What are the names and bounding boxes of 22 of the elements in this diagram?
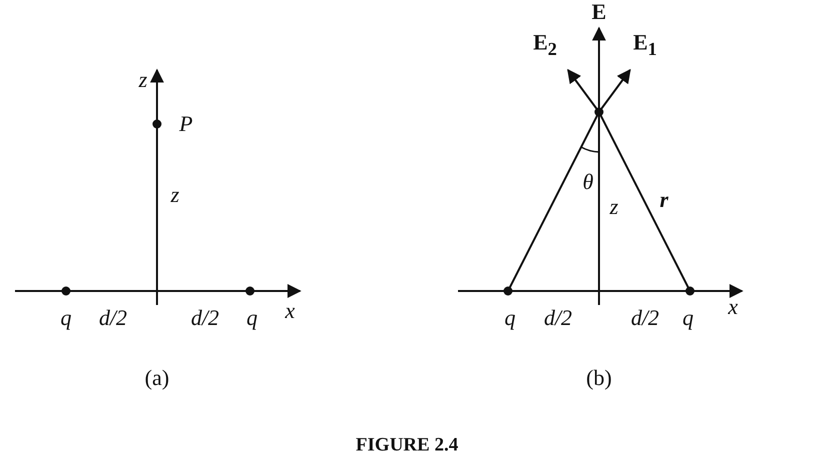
distance-label: d/2: [190, 307, 220, 329]
axis-label: x: [728, 296, 738, 318]
figure-caption: FIGURE 2.4: [356, 436, 458, 454]
panel-label: (b): [586, 367, 612, 389]
distance-label: z: [610, 196, 618, 218]
point-label: P: [179, 113, 193, 135]
axis-label: z: [138, 69, 148, 91]
charge-label: q: [682, 307, 694, 329]
distance-label: r: [660, 189, 668, 211]
charge-label: q: [246, 307, 258, 329]
distance-label: z: [170, 184, 180, 206]
axis-label: x: [285, 300, 295, 322]
panel-label: (a): [144, 367, 170, 389]
distance-label: d/2: [630, 307, 660, 329]
distance-label: d/2: [544, 307, 572, 329]
field-label: E$_{2}$: [533, 32, 557, 58]
angle-label: θ: [582, 171, 594, 193]
field-label: E$_{1}$: [633, 32, 657, 58]
charge-label: q: [60, 307, 72, 329]
distance-label: d/2: [98, 307, 128, 329]
field-label: E: [592, 1, 606, 23]
charge-label: q: [504, 307, 516, 329]
